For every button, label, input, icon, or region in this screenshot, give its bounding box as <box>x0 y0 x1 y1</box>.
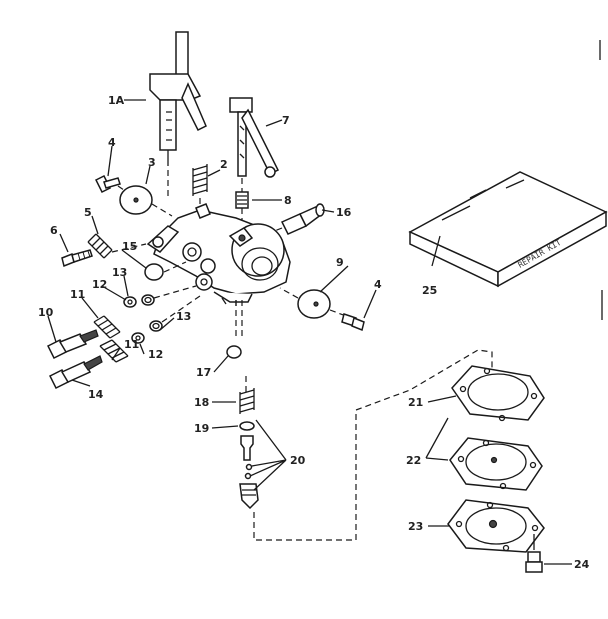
part-8-pin <box>235 191 249 209</box>
part-24-screw <box>525 534 543 573</box>
callout-12-lower: 12 <box>148 348 163 361</box>
callout-20: 20 <box>290 454 306 467</box>
part-12-washer-upper <box>123 296 137 308</box>
part-13-oring-lower <box>149 295 201 332</box>
part-23-cover <box>447 499 545 553</box>
part-12-washer-lower <box>131 332 145 344</box>
callout-13-upper: 13 <box>112 266 127 279</box>
part-14-needle <box>48 355 103 390</box>
part-25-repair-kit-box: REPAIR KIT <box>408 171 608 288</box>
part-11-spring-upper <box>93 315 121 339</box>
callout-3: 3 <box>148 156 156 169</box>
part-21-gasket <box>451 365 545 422</box>
part-15-plug <box>144 261 187 281</box>
callout-10: 10 <box>38 306 54 319</box>
part-10-needle <box>46 329 99 360</box>
part-17-plug <box>226 345 242 359</box>
part-20-needle-seat <box>239 435 259 510</box>
scan-mark <box>599 40 603 320</box>
callout-4-right: 4 <box>374 278 382 291</box>
callout-24: 24 <box>574 558 590 571</box>
callout-labels: 1A 2 3 4 4 5 6 7 8 9 10 11 11 12 12 13 1… <box>38 94 590 571</box>
part-19-washer <box>239 421 255 431</box>
part-7-lever <box>229 97 280 226</box>
part-18-spring <box>239 388 255 414</box>
callout-15: 15 <box>122 240 137 253</box>
callout-19: 19 <box>194 422 209 435</box>
callout-12-upper: 12 <box>92 278 107 291</box>
part-4-screw-top <box>94 174 121 194</box>
callout-23: 23 <box>408 520 423 533</box>
part-13-oring-upper <box>141 285 197 306</box>
part-3-plate <box>117 185 173 217</box>
callout-8: 8 <box>284 194 292 207</box>
part-2-spring <box>192 164 208 214</box>
callout-2: 2 <box>220 158 228 171</box>
callout-5: 5 <box>84 206 92 219</box>
leader-lines <box>47 99 572 565</box>
callout-17: 17 <box>196 366 211 379</box>
callout-13-lower: 13 <box>176 310 191 323</box>
callout-21: 21 <box>408 396 423 409</box>
part-6-screw <box>61 243 147 268</box>
part-4-screw-right <box>341 313 365 332</box>
bottom-stack <box>226 300 259 510</box>
part-22-diaphragm <box>449 437 543 491</box>
callout-16: 16 <box>336 206 352 219</box>
part-9-plate <box>279 287 347 319</box>
callout-11-lower: 11 <box>124 338 139 351</box>
carburetor-body <box>146 203 291 306</box>
callout-11-upper: 11 <box>70 288 85 301</box>
callout-22: 22 <box>406 454 421 467</box>
callout-14: 14 <box>88 388 104 401</box>
gasket-connection <box>253 349 493 541</box>
part-1a-bracket <box>149 31 207 200</box>
part-11-spring-lower <box>99 339 129 363</box>
callout-9: 9 <box>336 256 344 269</box>
callout-25: 25 <box>422 284 437 297</box>
callout-18: 18 <box>194 396 209 409</box>
callout-4-top: 4 <box>108 136 116 149</box>
callout-1a: 1A <box>108 94 125 107</box>
callout-6: 6 <box>50 224 58 237</box>
part-5-spring <box>87 233 113 259</box>
callout-7: 7 <box>282 114 290 127</box>
